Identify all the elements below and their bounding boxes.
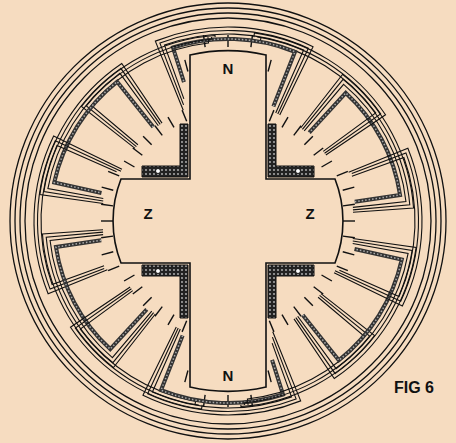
stator-slot: [101, 204, 113, 206]
stator-slot: [294, 126, 301, 136]
stator-slot: [269, 110, 274, 121]
stator-slot: [185, 371, 188, 383]
stator-slot: [343, 220, 355, 221]
stator-slot: [101, 236, 113, 238]
stator-slot: [108, 171, 119, 176]
coil-wire: [335, 153, 419, 301]
pole-label: N: [223, 61, 234, 76]
rotor-coil: [268, 265, 314, 318]
stator-slot: [102, 252, 114, 255]
stator-slot: [322, 275, 332, 281]
stator-slot: [102, 187, 114, 190]
stator-ring: [10, 3, 446, 439]
stator-slot: [314, 287, 324, 294]
stator-slot: [124, 275, 134, 281]
stator-slot: [155, 307, 162, 317]
stator-slot: [322, 161, 332, 167]
stator-ring: [15, 8, 441, 434]
conductor-dot: [156, 269, 161, 274]
figure-number: FIG 6: [394, 380, 434, 396]
pole-label: N: [223, 368, 234, 383]
stator-slot: [343, 187, 355, 190]
stator-slot: [108, 266, 119, 271]
stator-slot: [304, 297, 312, 305]
stator-slot: [168, 117, 174, 127]
stator-slot: [343, 204, 355, 206]
coil-band: [54, 82, 153, 193]
rotor-coils: [142, 124, 314, 318]
stator-slot: [282, 315, 288, 325]
pole-label: Z: [305, 206, 314, 221]
stator-slot: [294, 307, 301, 317]
conductor-dot: [296, 269, 301, 274]
stator-slot: [168, 315, 174, 325]
stator-rings: [10, 3, 446, 439]
stator-ring: [25, 18, 431, 424]
stator-winding: [34, 27, 422, 415]
rotor-coil: [268, 124, 314, 177]
stator-slot: [227, 395, 228, 407]
stator-slot: [133, 148, 143, 155]
stator-slot: [343, 252, 355, 255]
coil-band: [303, 249, 402, 360]
conductor-dot: [156, 169, 161, 174]
rotor-coil: [142, 124, 188, 177]
conductor-dot: [296, 169, 301, 174]
stator-slot: [269, 321, 274, 332]
coil-wire: [41, 145, 117, 284]
rotor-cross: [113, 51, 343, 392]
stator-ring: [20, 13, 436, 429]
stator-slot: [124, 161, 134, 167]
coil-wire: [34, 136, 122, 294]
stator-slot: [343, 236, 355, 238]
pole-label: Z: [143, 206, 152, 221]
stator-slot: [314, 148, 324, 155]
stator-slot: [268, 60, 271, 72]
stator-slot: [155, 126, 162, 136]
stator-slot: [227, 35, 228, 47]
stator-slot: [133, 287, 143, 294]
stator-slot: [268, 371, 271, 383]
coil-band-hatch: [54, 82, 153, 193]
stator-slot: [182, 321, 187, 332]
stator-slot: [185, 60, 188, 72]
coil-band-hatch: [303, 249, 402, 360]
coil-wire: [334, 148, 422, 306]
rotor-coil: [142, 265, 188, 318]
stator-slot: [182, 110, 187, 121]
stator-slot: [143, 297, 151, 305]
stator-slot: [101, 220, 113, 221]
stator-slot: [337, 171, 348, 176]
coil-wire: [339, 157, 415, 296]
stator-slot: [304, 136, 312, 144]
stator-slot: [337, 266, 348, 271]
coil-wire: [38, 141, 122, 289]
stator-slot: [143, 136, 151, 144]
stator-slot: [282, 117, 288, 127]
